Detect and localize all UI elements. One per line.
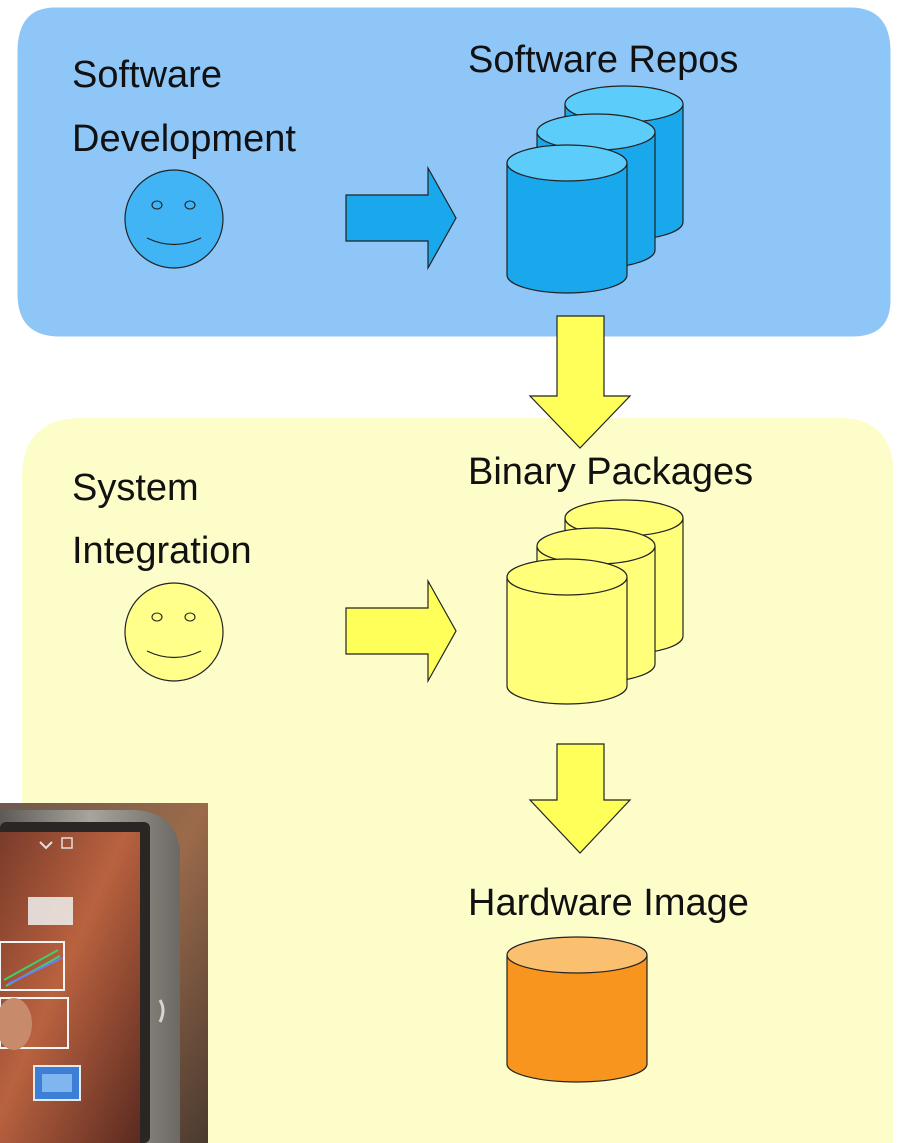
integrator-smiley-face-icon <box>124 582 224 682</box>
commit-arrow-right-icon <box>345 165 457 271</box>
package-build-arrow-down-icon <box>528 315 632 449</box>
software-repos-label: Software Repos <box>468 39 738 81</box>
build-arrow-right-icon <box>345 578 457 684</box>
development-panel-background <box>17 7 891 337</box>
system-integration-panel: System Integration Binary Packages Hardw… <box>0 418 893 1143</box>
software-development-panel: Software Development Software Repos <box>17 7 891 337</box>
hardware-image-database-icon <box>506 936 648 1083</box>
repo-cylinder-front <box>506 144 628 294</box>
system-role-label-line2: Integration <box>72 530 252 572</box>
package-cylinder-front <box>506 558 628 705</box>
developer-smiley-face-icon <box>124 169 224 269</box>
hardware-image-label: Hardware Image <box>468 882 749 924</box>
image-build-arrow-down-icon <box>528 743 632 854</box>
binary-packages-database-stack-icon <box>506 499 684 705</box>
software-repos-database-stack-icon <box>506 85 684 294</box>
system-role-label-line1: System <box>72 467 199 509</box>
tablet-device-photo <box>0 803 208 1143</box>
software-role-label-line1: Software <box>72 54 222 96</box>
binary-packages-label: Binary Packages <box>468 451 753 493</box>
software-role-label-line2: Development <box>72 118 296 160</box>
